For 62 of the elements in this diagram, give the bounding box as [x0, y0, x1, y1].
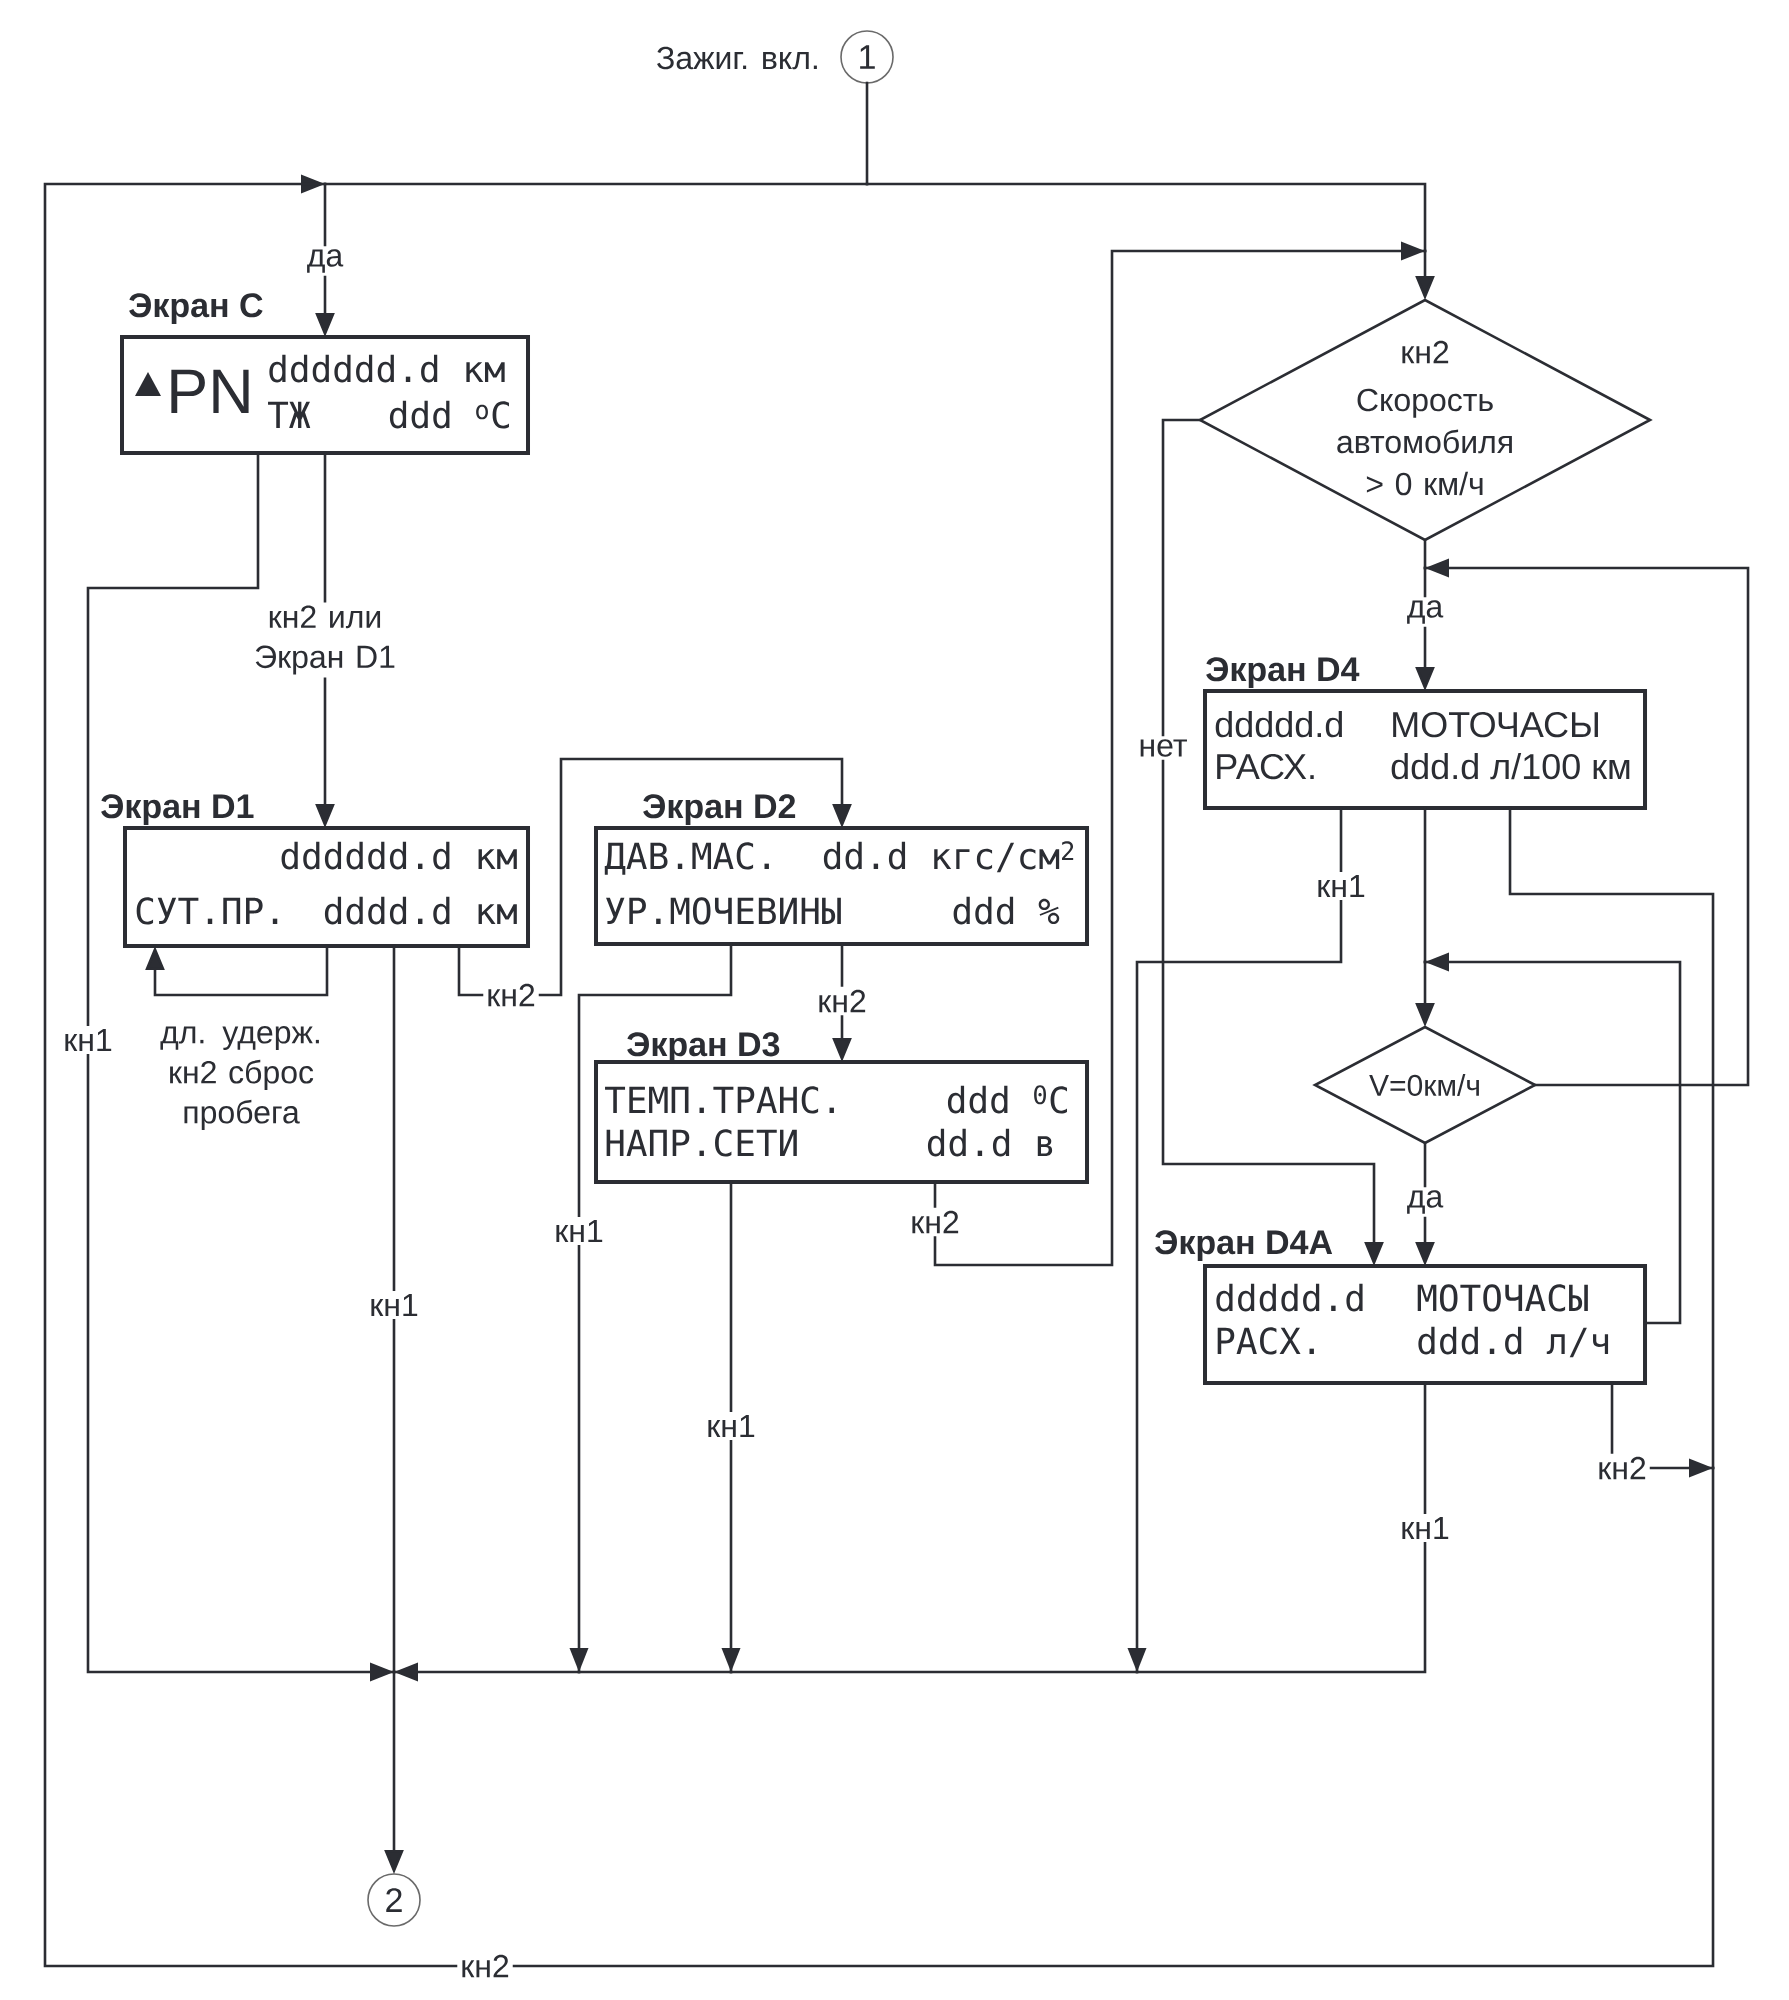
- decision-text: Скорость автомобиля > 0 км/ч: [1337, 388, 1512, 496]
- screen-text: УР.МОЧЕВИНЫ: [606, 897, 841, 925]
- screen-text: ddd.d л/100 км: [1391, 752, 1630, 780]
- edge-label: кн1: [551, 1217, 607, 1245]
- connector-arrow: [457, 757, 852, 997]
- edge-label: кн2: [457, 1951, 513, 1981]
- edge-label: да: [303, 246, 347, 276]
- screen-text: ТЖ: [268, 401, 311, 428]
- connector-arrow: [392, 1662, 581, 1682]
- connector-line: [1423, 538, 1427, 570]
- screen-text: РАСХ.: [1217, 1327, 1314, 1355]
- connector-arrow: [933, 241, 1427, 1267]
- decision-text: кн2: [1402, 340, 1449, 364]
- screen-text: dd.d в: [927, 1128, 1053, 1157]
- edge-label: дл. удерж. кн2 сброс пробега: [140, 1023, 342, 1133]
- screen-text: ddddd.d: [1216, 1283, 1363, 1312]
- connector-line: [43, 182, 1715, 1968]
- decision-text: V=0км/ч: [1369, 1074, 1479, 1097]
- screen-title: Экран D3: [627, 1032, 780, 1064]
- edge-label: кн1: [703, 1412, 759, 1441]
- edge-label: кн2 или Экран D1: [232, 602, 418, 678]
- edge-label: кн2: [814, 986, 870, 1016]
- edge-label: кн1: [1313, 872, 1369, 900]
- screen-text: dddd.d км: [324, 896, 517, 925]
- edge-label: кн1: [60, 1026, 116, 1054]
- edge-label: нет: [1135, 736, 1191, 760]
- connector-arrow: [1423, 558, 1750, 1087]
- screen-title: Экран D4A: [1155, 1230, 1333, 1262]
- screen-text: ddddd.d: [1215, 710, 1342, 738]
- screen-title: Экран D1: [101, 794, 254, 826]
- screen-text: ddd $^{o}$C: [389, 400, 509, 429]
- screen-text: dd.d кгс/см$^{2}$: [823, 841, 1074, 873]
- edge-label: кн2: [1594, 1453, 1650, 1483]
- connector-label: Зажиг. вкл.: [657, 46, 817, 70]
- connector-arrow: [1423, 952, 1682, 1325]
- connector-line: [577, 1670, 733, 1674]
- screen-text: СУТ.ПР.: [136, 897, 278, 925]
- edge-label: кн2: [483, 980, 539, 1010]
- edge-label: кн1: [1397, 1514, 1453, 1543]
- screen-text: МОТОЧАСЫ: [1393, 711, 1598, 738]
- screen-text: dddddd.d км: [269, 354, 505, 383]
- edge-label: кн1: [366, 1291, 422, 1319]
- screen-text: ddd $^{0}$C: [947, 1085, 1067, 1114]
- screen-text: dddddd.d км: [281, 841, 517, 870]
- screen-text: ДАВ.МАС.: [604, 842, 769, 875]
- screen-text: МОТОЧАСЫ: [1417, 1284, 1588, 1312]
- screen-text: PN: [171, 369, 249, 413]
- edge-label: кн2: [907, 1207, 963, 1237]
- screen-title: Экран D2: [643, 794, 796, 826]
- screen-title: Экран D4: [1206, 657, 1360, 689]
- connector-line: [865, 81, 869, 186]
- connector-line: [323, 182, 869, 186]
- edge-label: да: [1403, 597, 1447, 627]
- connector-line: [865, 182, 1427, 253]
- screen-text: ddd.d л/ч: [1418, 1326, 1609, 1358]
- screen-text: НАПР.СЕТИ: [606, 1129, 797, 1157]
- screen-text: ddd %: [953, 896, 1060, 925]
- screen-title: Экран C: [129, 293, 263, 325]
- connector-line: [729, 1670, 1139, 1674]
- screen-text: ТЕМП.ТРАНС.: [605, 1086, 834, 1114]
- screen-text: РАСХ.: [1217, 753, 1314, 780]
- edge-label: да: [1403, 1187, 1447, 1217]
